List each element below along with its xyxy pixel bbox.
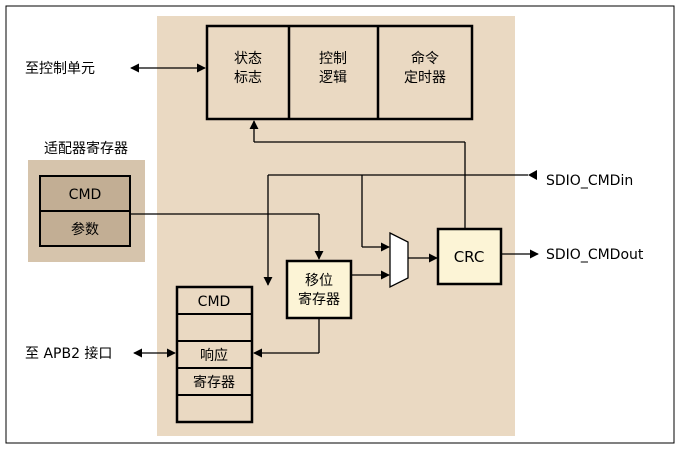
response-register-label: 寄存器 bbox=[193, 374, 235, 391]
status-flags-label-2: 标志 bbox=[234, 70, 262, 86]
sdio-cmdin-label: SDIO_CMDin bbox=[546, 173, 633, 189]
logic-block bbox=[205, 24, 474, 121]
shift-register-label-2: 寄存器 bbox=[298, 291, 340, 308]
cmd-register-label: CMD bbox=[69, 187, 102, 203]
sdio-cmdout-label: SDIO_CMDout bbox=[546, 247, 644, 263]
to-control-unit-label: 至控制单元 bbox=[25, 61, 95, 77]
cmd-register-box bbox=[39, 175, 131, 212]
crc-label: CRC bbox=[454, 248, 485, 266]
outer-border bbox=[5, 5, 675, 444]
command-timer-label-2: 定时器 bbox=[404, 70, 446, 86]
shift-register-label-1: 移位 bbox=[305, 273, 333, 289]
argument-register-box bbox=[39, 210, 131, 247]
crc-box bbox=[436, 227, 503, 286]
response-cmd-label: CMD bbox=[198, 294, 231, 310]
command-timer-label-1: 命令 bbox=[411, 50, 439, 67]
sdio-cmdin-arrowhead bbox=[528, 170, 537, 180]
argument-register-label: 参数 bbox=[71, 221, 99, 238]
control-logic-label-2: 逻辑 bbox=[319, 70, 347, 86]
adapter-registers-title: 适配器寄存器 bbox=[44, 140, 128, 157]
multiplexer bbox=[389, 231, 409, 289]
shift-register-box bbox=[285, 259, 353, 320]
response-label: 响应 bbox=[200, 347, 228, 364]
response-register-stack bbox=[175, 285, 254, 424]
status-flags-label-1: 状态 bbox=[234, 51, 262, 67]
to-apb2-interface-label: 至 APB2 接口 bbox=[25, 345, 112, 362]
control-logic-label-1: 控制 bbox=[319, 51, 347, 67]
